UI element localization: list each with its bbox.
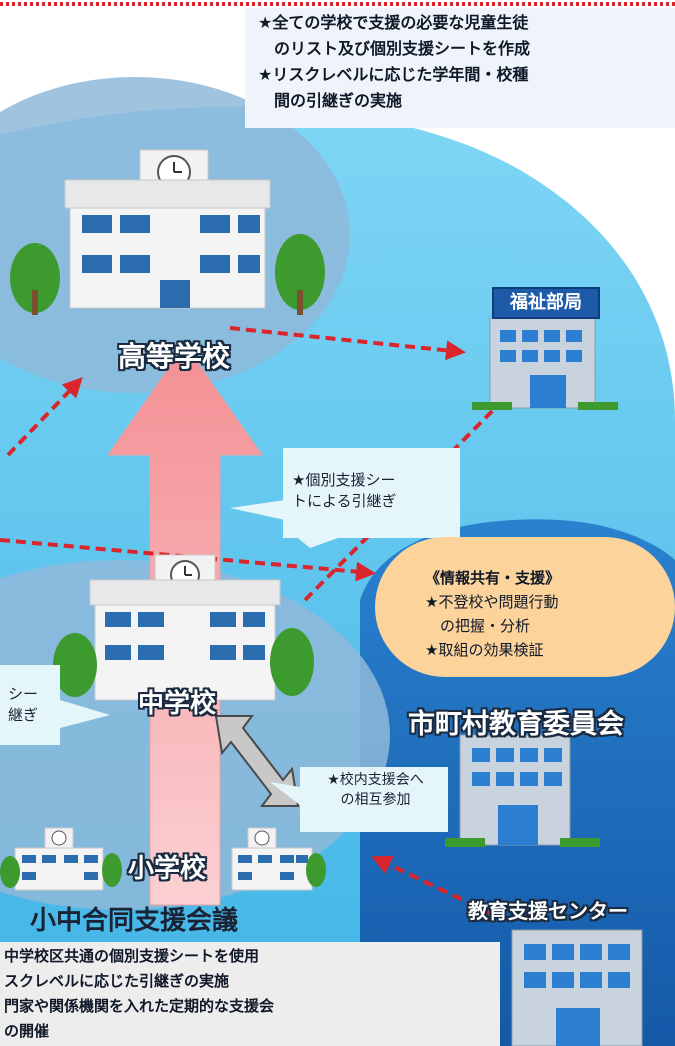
callout-left-pointer <box>60 700 110 728</box>
top-note-line-1: ★全ての学校で支援の必要な児童生徒 <box>258 13 529 32</box>
joint-meeting-line-2: スクレベルに応じた引継ぎの実施 <box>4 972 230 990</box>
joint-meeting-line-1: 中学校区共通の個別支援シートを使用 <box>4 947 260 965</box>
dashed-arrow-left-up <box>6 377 83 457</box>
top-note-bg <box>245 8 675 128</box>
board-label: 市町村教育委員会 <box>408 709 624 740</box>
elementary-label: 小学校 <box>128 854 207 884</box>
joint-meeting-title: 小中合同支援会議 <box>30 906 239 936</box>
dashed-arrow-to-info <box>0 538 376 582</box>
joint-meeting-line-3: 門家や関係機関を入れた定期的な支援会 <box>4 997 275 1015</box>
callout-mutual <box>300 767 448 832</box>
handover-left-line-2: 継ぎ <box>8 706 39 724</box>
welfare-building <box>472 317 618 410</box>
handover-left-line-1: シー <box>8 685 39 703</box>
info-share-title: 《情報共有・支援》 <box>425 569 561 587</box>
junior-high-label: 中学校 <box>138 689 217 719</box>
dashed-arrow-from-center <box>371 855 506 922</box>
handover-callout-line-2: トによる引継ぎ <box>292 492 397 510</box>
bottom-note-bg <box>0 942 500 1046</box>
info-share-item-1: ★不登校や問題行動 <box>425 593 559 611</box>
high-school-building <box>10 149 325 315</box>
mutual-callout-line-1: ★校内支援会へ <box>327 772 424 788</box>
info-share-box <box>375 537 675 677</box>
top-note-line-3: ★リスクレベルに応じた学年間・校種 <box>258 65 529 84</box>
callout-handover-sheet <box>283 448 460 548</box>
info-share-item-3: ★取組の効果検証 <box>425 641 544 659</box>
elementary-building-left <box>0 827 122 891</box>
top-note-line-2: のリスト及び個別支援シートを作成 <box>258 39 531 58</box>
elementary-building-right <box>231 827 326 891</box>
middle-school-building <box>53 554 314 701</box>
welfare-sign: 福祉部局 <box>492 287 600 319</box>
top-note-line-4: 間の引継ぎの実施 <box>258 91 403 110</box>
support-center-label: 教育支援センター <box>468 899 628 923</box>
dashed-arrow-to-welfare <box>229 326 466 361</box>
support-center-building <box>511 929 643 1046</box>
mutual-callout-line-2: の相互参加 <box>340 792 411 808</box>
board-building <box>445 734 600 847</box>
info-share-item-2: の把握・分析 <box>425 617 531 635</box>
high-school-label: 高等学校 <box>118 340 231 373</box>
joint-meeting-line-4: の開催 <box>4 1022 50 1040</box>
callout-mutual-pointer <box>270 782 300 805</box>
callout-handover-pointer <box>230 500 285 520</box>
callout-handover-left <box>0 665 60 745</box>
handover-callout-line-1: ★個別支援シー <box>292 471 396 489</box>
